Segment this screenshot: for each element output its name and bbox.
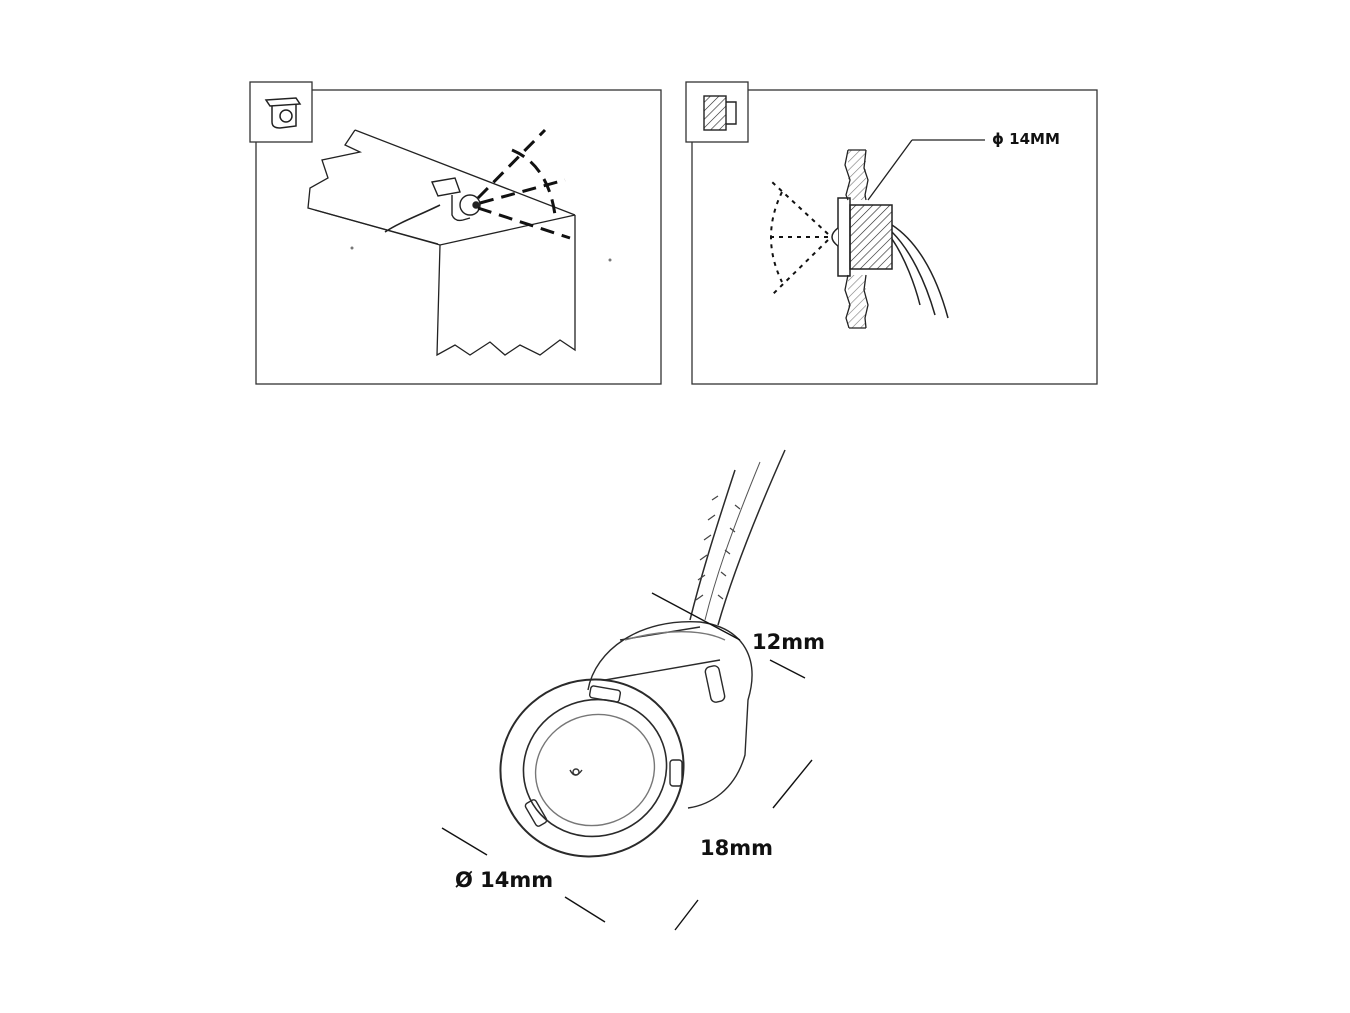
length-dimension-label: 18mm [700, 836, 773, 860]
sensor-cable [689, 449, 786, 626]
cabinet-shelf [307, 129, 576, 357]
depth-dimension-label: 12mm [752, 630, 825, 654]
panel-recessed-mount: ϕ 14MM [685, 81, 1098, 385]
sensor-with-bracket [384, 177, 481, 233]
recessed-mount-icon [685, 81, 749, 143]
surface-mount-bracket-icon [249, 81, 313, 143]
hole-size-label: ϕ 14MM [992, 130, 1060, 148]
recessed-sensor-body [831, 197, 949, 319]
panel-surface-mount [249, 81, 662, 385]
sensor-housing [587, 621, 753, 809]
wall-section [844, 149, 869, 329]
hole-size-leader [867, 139, 985, 201]
dimension-lines [441, 592, 813, 931]
diameter-dimension-label: Ø 14mm [455, 868, 553, 892]
product-sketch [499, 449, 786, 858]
detection-cone-recessed [765, 181, 829, 296]
sensor-front-lens [499, 678, 685, 858]
detection-cone-surface [476, 128, 571, 240]
